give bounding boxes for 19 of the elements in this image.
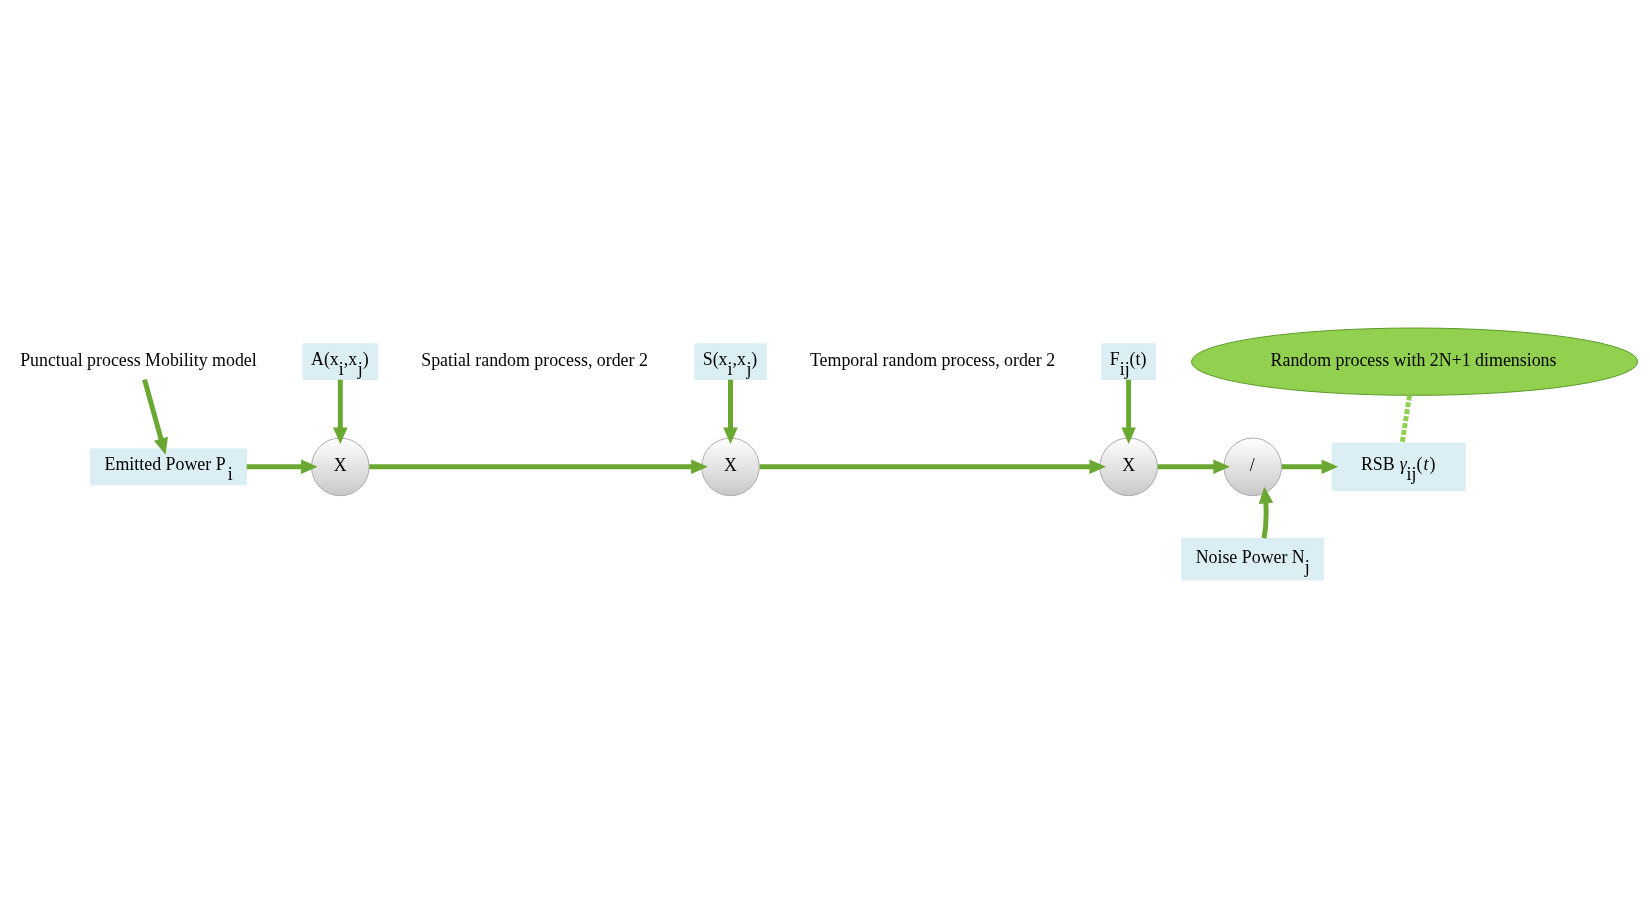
- arrow: [246, 459, 318, 475]
- arrow: [333, 379, 348, 445]
- arrow: [1258, 486, 1274, 539]
- node-ellipse: Random process with 2N+1 dimensions: [1190, 327, 1639, 396]
- arrow: [1157, 459, 1230, 475]
- arrow: [723, 379, 738, 445]
- connector: [1399, 395, 1412, 444]
- node-circle: /: [1223, 437, 1282, 497]
- node-text: Punctual process Mobility model: [20, 350, 257, 371]
- node-circle: X: [701, 437, 760, 497]
- label: Spatial random process, order 2: [421, 350, 648, 371]
- label: Temporal random process, order 2: [809, 350, 1056, 371]
- arrow: [759, 459, 1106, 475]
- arrow: [369, 459, 708, 475]
- arrow: [142, 379, 168, 455]
- node-circle: X: [1099, 437, 1158, 497]
- node-circle: X: [311, 437, 370, 497]
- arrow: [1281, 459, 1339, 475]
- arrow: [1121, 379, 1136, 445]
